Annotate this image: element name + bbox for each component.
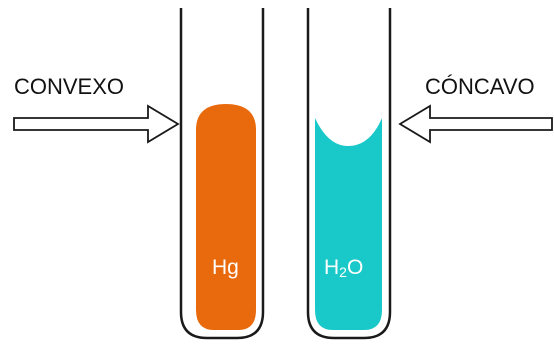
water-formula: H2O <box>324 256 363 280</box>
right-pointing-arrow-icon <box>13 104 180 144</box>
test-tube-mercury <box>179 8 265 340</box>
water-symbol-tail: O <box>346 256 364 279</box>
water-symbol-main: H <box>324 256 340 279</box>
water-symbol-subscript: 2 <box>339 264 347 280</box>
convex-label: CONVEXO <box>14 74 125 99</box>
test-tube-water <box>306 8 392 340</box>
left-pointing-arrow-icon <box>398 104 553 144</box>
mercury-liquid <box>196 104 256 330</box>
water-liquid <box>315 118 382 330</box>
concave-label: CÓNCAVO <box>425 74 535 99</box>
mercury-symbol: Hg <box>212 256 239 279</box>
